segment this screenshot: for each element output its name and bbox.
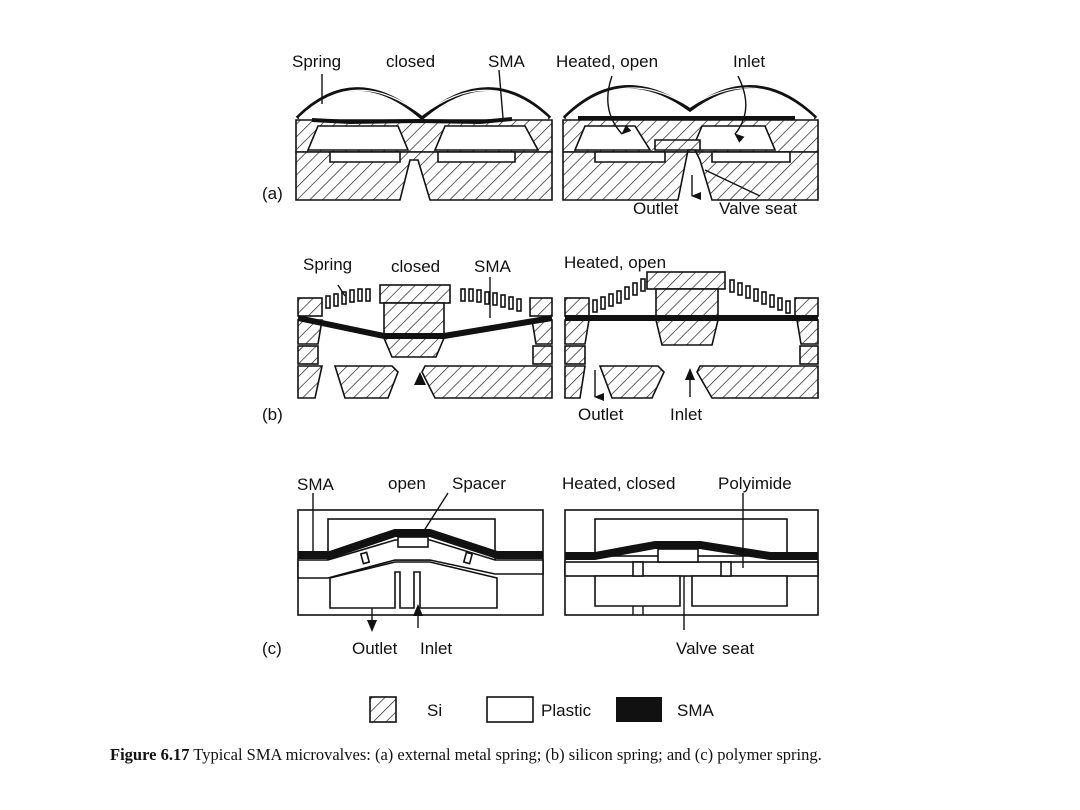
label-sma: SMA (297, 475, 335, 494)
label-outlet: Outlet (578, 405, 624, 424)
label-inlet: Inlet (733, 52, 765, 71)
panel-tag-b: (b) (262, 405, 283, 424)
panel-a-heated-open (562, 75, 819, 201)
label-inlet: Inlet (670, 405, 702, 424)
label-heated-closed: Heated, closed (562, 474, 675, 493)
label-spacer: Spacer (452, 474, 506, 493)
label-outlet: Outlet (633, 199, 679, 218)
panel-b-closed (297, 277, 553, 399)
legend: Si Plastic SMA (369, 696, 715, 723)
panel-b-heated-open (564, 271, 819, 401)
label-polyimide: Polyimide (718, 474, 792, 493)
panel-tag-c: (c) (262, 639, 282, 658)
legend-swatch-si (369, 696, 397, 723)
label-heated-open: Heated, open (556, 52, 658, 71)
caption-text: Typical SMA microvalves: (a) external me… (189, 745, 822, 764)
legend-label-sma: SMA (677, 701, 715, 720)
label-closed: closed (391, 257, 440, 276)
silicon-spring-segments (592, 278, 791, 314)
panel-tag-a: (a) (262, 184, 283, 203)
label-spring: Spring (292, 52, 341, 71)
label-closed: closed (386, 52, 435, 71)
label-inlet: Inlet (420, 639, 452, 658)
label-outlet: Outlet (352, 639, 398, 658)
label-valve-seat: Valve seat (676, 639, 754, 658)
legend-swatch-sma (616, 697, 662, 722)
label-spring: Spring (303, 255, 352, 274)
panel-c-open (297, 492, 544, 632)
panel-a-closed (295, 69, 553, 201)
panel-c-heated-closed (564, 493, 819, 630)
label-sma: SMA (488, 52, 526, 71)
figure-caption: Figure 6.17 Typical SMA microvalves: (a)… (110, 744, 910, 766)
label-open: open (388, 474, 426, 493)
label-heated-open: Heated, open (564, 253, 666, 272)
silicon-spring-segments (325, 288, 522, 312)
legend-label-si: Si (427, 701, 442, 720)
legend-label-plastic: Plastic (541, 701, 592, 720)
label-valve-seat: Valve seat (719, 199, 797, 218)
label-sma: SMA (474, 257, 512, 276)
legend-swatch-plastic (486, 696, 534, 723)
figure-number: Figure 6.17 (110, 745, 190, 764)
